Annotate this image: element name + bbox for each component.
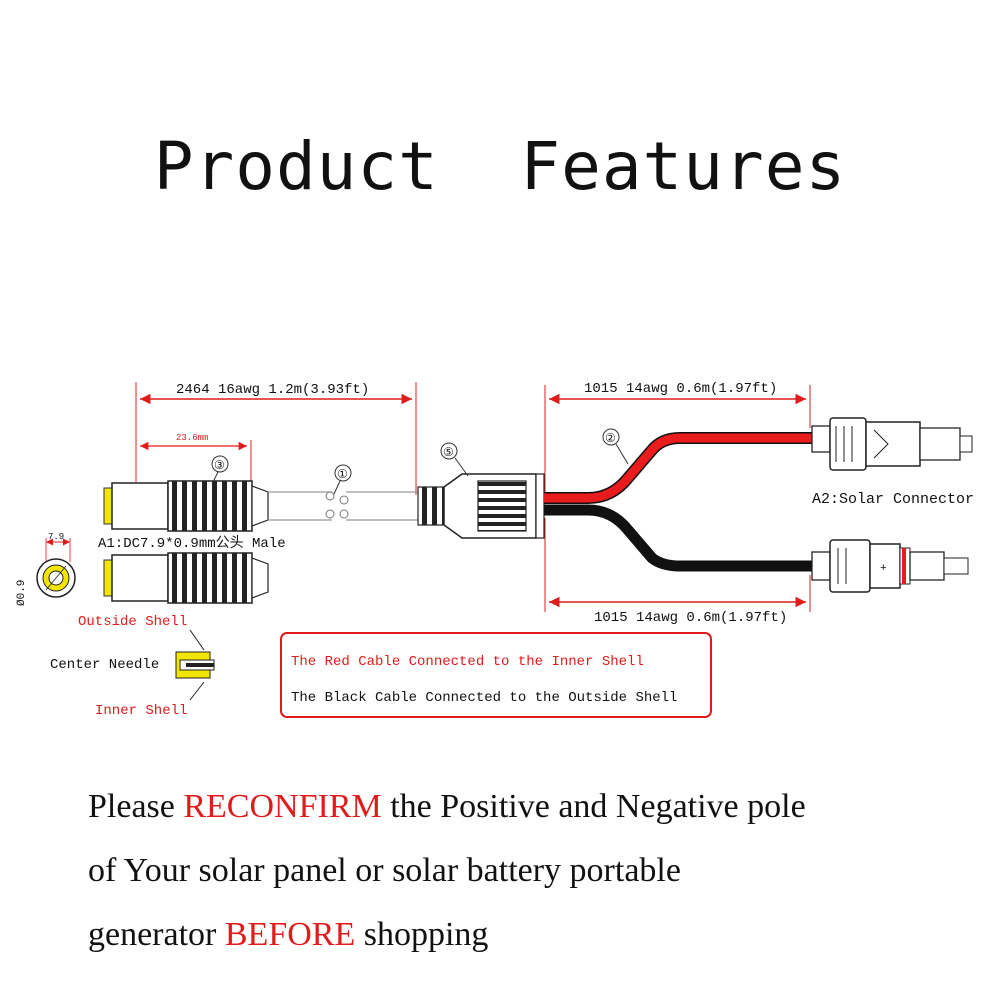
inner-shell-label: Inner Shell — [95, 703, 187, 719]
solar-connector-upper — [811, 417, 973, 471]
red-wire — [544, 432, 812, 504]
a1-label: A1:DC7.9*0.9mm公头 Male — [98, 535, 286, 552]
dc-plug-lower — [103, 552, 269, 604]
pin-legend: Outside Shell Center Needle Inner Shell — [50, 614, 215, 719]
dimension-output-red-label: 1015 14awg 0.6m(1.97ft) — [584, 381, 777, 397]
page-title: Product Features — [153, 128, 847, 205]
dc-plug-upper — [103, 480, 269, 532]
svg-text:②: ② — [605, 432, 616, 446]
notice-line-3: generator BEFORE shopping — [88, 916, 489, 953]
note-box: The Red Cable Connected to the Inner She… — [280, 632, 712, 718]
dimension-plug: 23.6mm — [135, 433, 252, 482]
dimension-output-red: 1015 14awg 0.6m(1.97ft) — [544, 381, 811, 492]
dimension-plug-label: 23.6mm — [176, 433, 208, 443]
svg-text:①: ① — [337, 468, 348, 482]
dimension-output-black: 1015 14awg 0.6m(1.97ft) — [544, 518, 811, 626]
tip-cross-section: 7.9 Ø0.9 — [16, 532, 76, 606]
input-cable — [268, 491, 418, 521]
before-highlight: BEFORE — [224, 916, 356, 953]
callout-2: ② — [602, 428, 629, 465]
center-needle-label: Center Needle — [50, 657, 159, 673]
dimension-output-black-label: 1015 14awg 0.6m(1.97ft) — [594, 610, 787, 626]
black-wire — [544, 504, 812, 572]
dimension-input-cable-label: 2464 16awg 1.2m(3.93ft) — [176, 382, 369, 398]
callout-1: ① — [333, 464, 352, 495]
callout-3: ③ — [211, 455, 229, 485]
callout-5: ⑤ — [440, 442, 469, 477]
a2-label: A2:Solar Connector — [812, 491, 974, 508]
svg-text:⑤: ⑤ — [443, 446, 454, 460]
notice-line-1: Please RECONFIRM the Positive and Negati… — [88, 788, 806, 825]
reconfirm-highlight: RECONFIRM — [183, 788, 382, 825]
svg-text:③: ③ — [214, 459, 225, 473]
tip-outer-diameter: 7.9 — [48, 532, 64, 542]
notice-line-2: of Your solar panel or solar battery por… — [88, 852, 681, 889]
y-splitter — [417, 473, 545, 539]
outside-shell-label: Outside Shell — [78, 614, 187, 630]
solar-connector-lower: + — [811, 539, 969, 593]
note-red-cable: The Red Cable Connected to the Inner She… — [291, 654, 644, 670]
note-black-cable: The Black Cable Connected to the Outside… — [291, 690, 677, 706]
svg-text:+: + — [880, 563, 887, 575]
tip-inner-diameter: Ø0.9 — [16, 580, 28, 606]
dimension-input-cable: 2464 16awg 1.2m(3.93ft) — [135, 382, 417, 495]
